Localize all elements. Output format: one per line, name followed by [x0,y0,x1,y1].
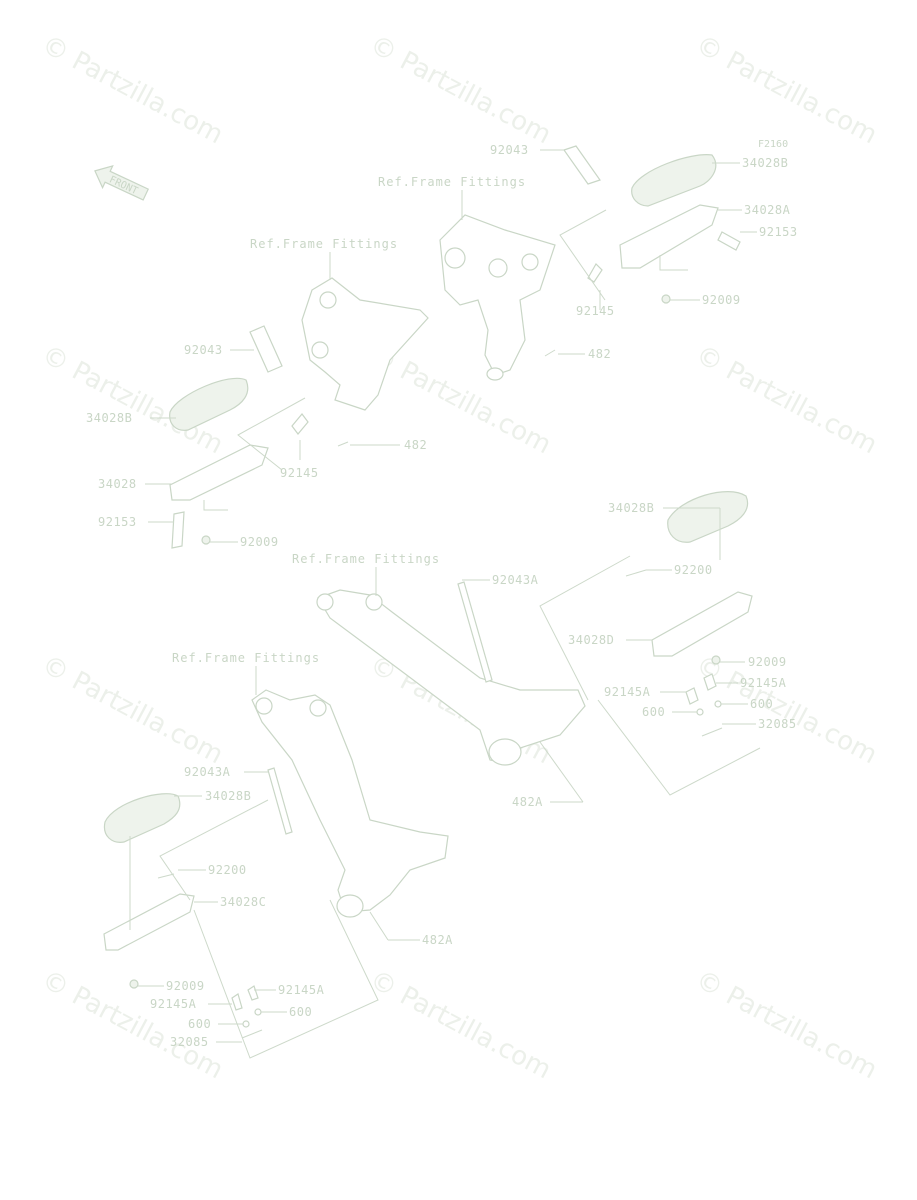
part-label: 34028B [86,411,132,425]
part-label: 482 [404,438,427,452]
ref-frame-fittings: Ref.Frame Fittings [378,175,526,189]
washer [714,700,722,708]
washer [696,708,704,716]
part-label: 92153 [98,515,137,529]
part-label: 92200 [674,563,713,577]
watermark: © Partzilla.com [365,965,556,1086]
washer [254,1008,262,1016]
part-label: 482 [588,347,611,361]
spring [703,673,717,691]
footpeg-rubber [667,491,749,543]
pivot-bushing [486,367,504,381]
part-label: 600 [750,697,773,711]
pin [457,581,493,683]
footpeg-rubber [631,154,717,207]
footpeg-rubber [169,377,249,431]
part-label: 92043A [492,573,539,587]
part-label: 92145 [576,304,615,318]
pin [563,145,601,185]
part-label: 600 [642,705,665,719]
footpeg-bracket [651,591,753,657]
part-label: 92200 [208,863,247,877]
watermark: © Partzilla.com [691,30,882,151]
top-left-assembly [145,277,429,549]
part-label: 92009 [166,979,205,993]
part-label: 34028B [205,789,251,803]
part-label: 92145 [280,466,319,480]
part-label: 92043A [184,765,231,779]
part-label: 92153 [759,225,798,239]
bolt [171,511,185,549]
pin [267,767,293,835]
part-label: 92145A [150,997,197,1011]
part-label: 32085 [758,717,797,731]
ref-labels: Ref.Frame Fittings Ref.Frame Fittings Re… [172,175,526,695]
watermark: © Partzilla.com [365,340,556,461]
spring [685,687,699,705]
pivot-bushing [488,738,522,766]
part-label: 32085 [170,1035,209,1049]
top-right-assembly [439,145,757,381]
spring [231,993,243,1011]
screw [201,535,211,545]
pin [249,325,283,373]
footpeg-rubber [103,793,181,843]
part-label: 600 [188,1017,211,1031]
part-label: 92145A [604,685,651,699]
watermark: © Partzilla.com [691,340,882,461]
watermark: © Partzilla.com [37,650,228,771]
lower-left-assembly [103,689,449,1059]
part-label: 92043 [490,143,529,157]
part-label: 92145A [740,676,787,690]
spring [247,985,259,1001]
part-label: 482A [422,933,453,947]
frame-bracket [439,214,556,376]
part-label: 34028B [608,501,654,515]
footpeg-bracket [103,893,195,951]
part-label: 92009 [702,293,741,307]
watermark: © Partzilla.com [37,30,228,151]
screw [661,294,671,304]
footpeg-bracket [619,204,719,269]
washer [242,1020,250,1028]
part-label: 600 [289,1005,312,1019]
footpeg-bracket [169,444,269,501]
frame-bracket [301,277,429,411]
watermark: © Partzilla.com [691,965,882,1086]
pivot-bushing [336,894,364,918]
part-label: 34028 [98,477,137,491]
part-label: 34028D [568,633,614,647]
part-label: 34028C [220,895,266,909]
spring [291,413,309,435]
bolt [717,231,741,251]
frame-bracket [251,689,449,913]
ref-frame-fittings: Ref.Frame Fittings [250,237,398,251]
part-labels: 92043 34028B 34028A 92153 92145 92009 48… [86,143,798,1049]
front-arrow-icon: FRONT [94,164,150,201]
part-label: 92009 [240,535,279,549]
part-label: 92009 [748,655,787,669]
screw [711,655,721,665]
watermark: © Partzilla.com [365,30,556,151]
ref-frame-fittings: Ref.Frame Fittings [172,651,320,665]
screw [129,979,139,989]
part-label: 92145A [278,983,325,997]
part-label: 34028A [744,203,791,217]
part-label: 482A [512,795,543,809]
middle-right-assembly [316,491,761,803]
ref-frame-fittings: Ref.Frame Fittings [292,552,440,566]
diagram-code: F2160 [758,139,788,150]
part-label: 34028B [742,156,788,170]
part-label: 92043 [184,343,223,357]
